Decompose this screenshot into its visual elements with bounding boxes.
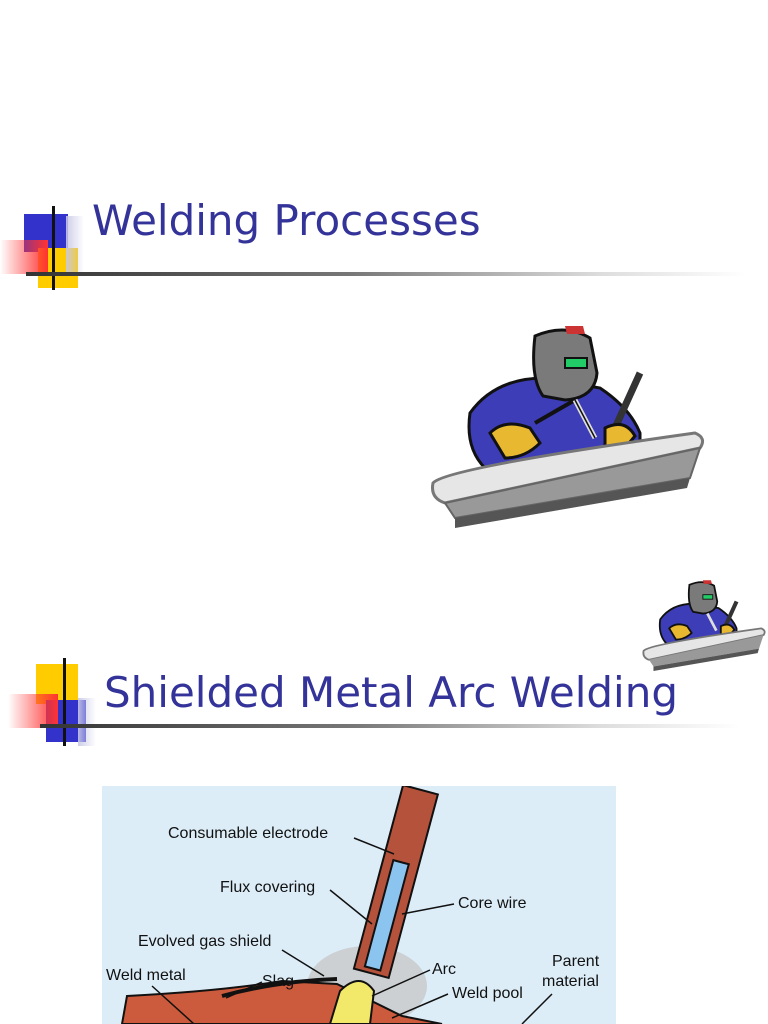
label-core-wire: Core wire [458,895,527,912]
welder-clipart-small-icon [642,580,766,672]
label-slag: Slag [262,973,294,990]
label-consumable-electrode: Consumable electrode [168,825,328,842]
label-flux-covering: Flux covering [220,879,315,896]
welder-clipart-large-icon [431,326,705,528]
label-weld-pool: Weld pool [452,985,523,1002]
label-parent-material-line1: Parent [552,953,600,970]
slide-title: Shielded Metal Arc Welding [104,668,678,717]
title-rule [40,724,740,728]
label-parent-material-line2: material [542,973,599,990]
label-evolved-gas-shield: Evolved gas shield [138,933,271,950]
smaw-diagram: Consumable electrode Flux covering Core … [102,786,616,1024]
label-arc: Arc [432,961,456,978]
title-rule [26,272,746,276]
label-weld-metal: Weld metal [106,967,186,984]
slide-title: Welding Processes [92,196,481,245]
